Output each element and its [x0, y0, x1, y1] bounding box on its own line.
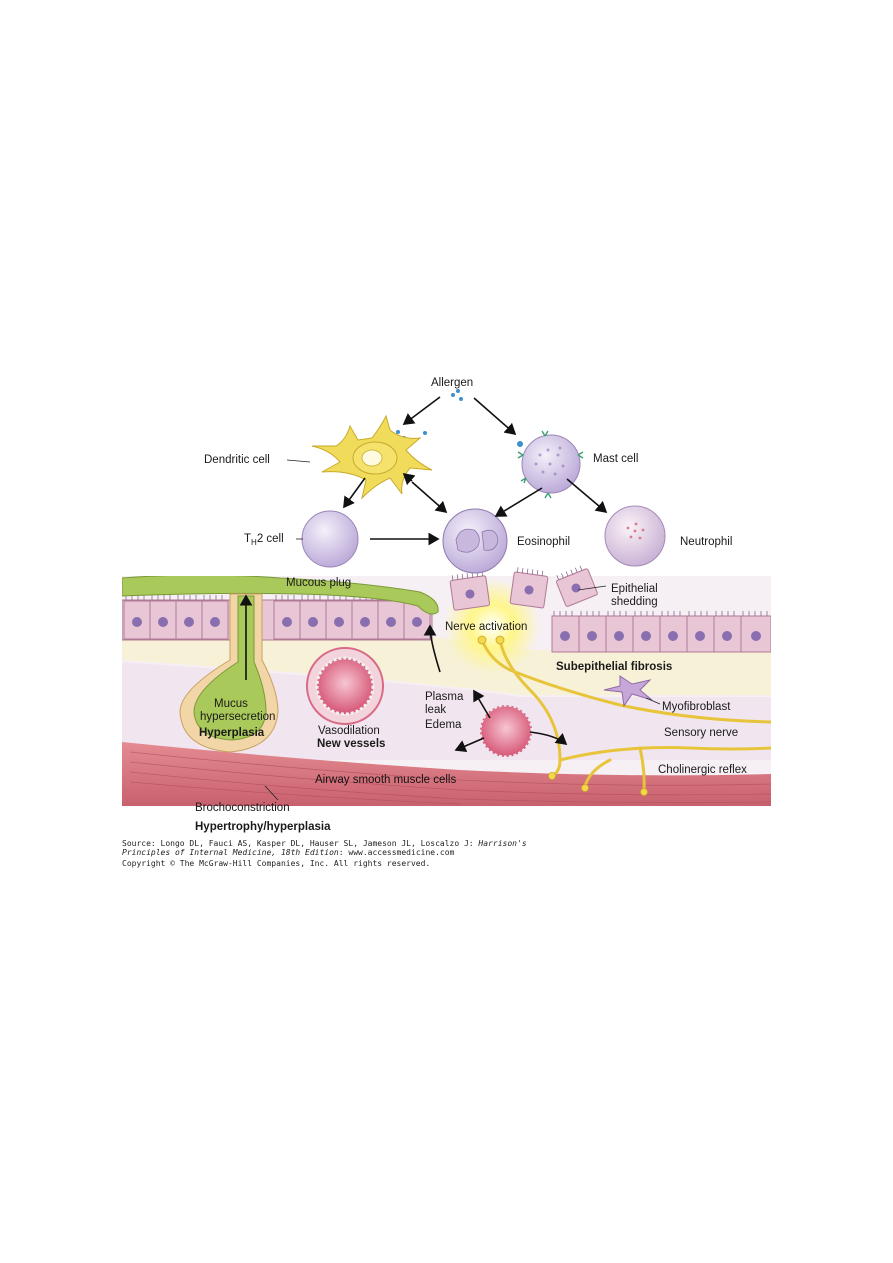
label-leak: leak — [425, 704, 446, 716]
label-edema: Edema — [425, 719, 462, 731]
source-url: : www.accessmedicine.com — [339, 848, 455, 857]
th2-cell — [301, 510, 359, 568]
leader-epithelial — [577, 585, 607, 591]
sensory-nerve — [480, 638, 771, 792]
label-th2-sub: H — [251, 538, 257, 547]
label-hypersecretion: hypersecretion — [200, 711, 275, 723]
label-cholinergic-reflex: Cholinergic reflex — [658, 764, 747, 776]
epithelium-right — [551, 611, 771, 653]
leader-myofibroblast — [645, 697, 661, 705]
source-book-title-b: Principles of Internal Medicine, 18th Ed… — [122, 848, 339, 857]
vessel-vasodilation — [306, 647, 384, 725]
label-airway-smooth-muscle: Airway smooth muscle cells — [315, 774, 456, 786]
source-prefix: Source: Longo DL, Fauci AS, Kasper DL, H… — [122, 839, 478, 848]
epithelium-left — [122, 595, 433, 641]
eosinophil-cell — [442, 508, 508, 574]
label-brochoconstriction: Brochoconstriction — [195, 802, 290, 814]
leader-dendritic — [286, 459, 311, 463]
label-nerve-activation: Nerve activation — [445, 621, 527, 633]
mucous-plug — [122, 576, 439, 615]
label-mast-cell: Mast cell — [593, 453, 638, 465]
source-line-2: Principles of Internal Medicine, 18th Ed… — [122, 848, 455, 857]
source-line-1: Source: Longo DL, Fauci AS, Kasper DL, H… — [122, 839, 527, 848]
label-eosinophil: Eosinophil — [517, 536, 570, 548]
label-hypertrophy-hyperplasia: Hypertrophy/hyperplasia — [195, 821, 331, 833]
source-copyright: Copyright © The McGraw-Hill Companies, I… — [122, 859, 430, 868]
label-th2-cell: TH2 cell — [244, 533, 284, 547]
label-sensory-nerve: Sensory nerve — [664, 727, 738, 739]
label-th2-suffix: 2 cell — [257, 533, 284, 545]
label-th2-main: T — [244, 533, 251, 545]
dendritic-cell — [311, 414, 433, 500]
smooth-muscle-layer — [122, 742, 771, 806]
shed-epithelial-cells — [449, 565, 598, 611]
label-hyperplasia: Hyperplasia — [199, 727, 265, 739]
label-epithelial: Epithelial — [611, 583, 658, 595]
label-shedding: shedding — [611, 596, 658, 608]
label-allergen: Allergen — [431, 377, 473, 389]
label-new-vessels: New vessels — [317, 738, 385, 750]
mucus-gland — [179, 593, 279, 753]
leader-bronchoconstriction — [264, 785, 279, 801]
vessel-edema — [478, 703, 534, 759]
arrows — [239, 396, 608, 753]
label-subepithelial-fibrosis: Subepithelial fibrosis — [556, 661, 672, 673]
label-dendritic-cell: Dendritic cell — [204, 454, 270, 466]
label-mucus: Mucus — [214, 698, 248, 710]
myofibroblast-cell — [603, 675, 653, 708]
allergen-particles — [396, 389, 463, 445]
source-book-title-a: Harrison's — [477, 839, 526, 848]
neutrophil-cell — [604, 505, 666, 567]
label-neutrophil: Neutrophil — [680, 536, 732, 548]
label-plasma: Plasma — [425, 691, 464, 703]
mast-cell — [517, 430, 584, 499]
label-myofibroblast: Myofibroblast — [662, 701, 731, 713]
label-vasodilation: Vasodilation — [318, 725, 380, 737]
label-mucous-plug: Mucous plug — [286, 577, 351, 589]
